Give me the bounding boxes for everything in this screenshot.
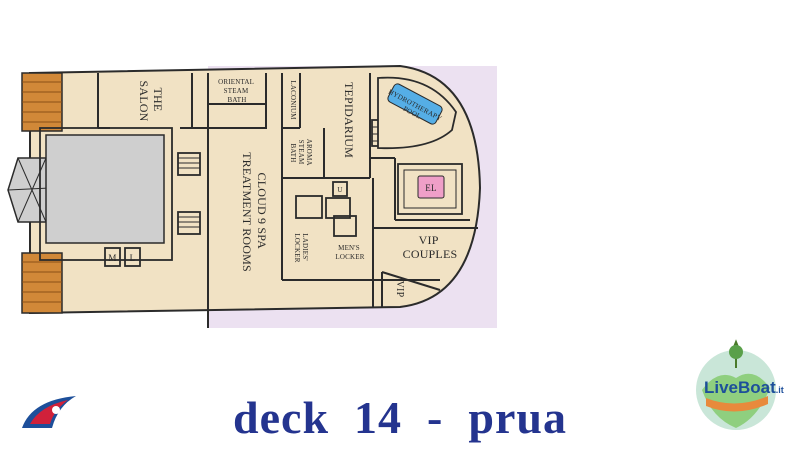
mens-locker-cabinet [325, 197, 351, 219]
the-salon-label: THE SALON [137, 80, 165, 121]
carnival-logo-icon [22, 396, 76, 428]
aroma-steam-bath-label: AROMA STEAM BATH [289, 139, 313, 168]
funnel-structure-icon [7, 157, 51, 223]
stairs-icon [177, 211, 201, 235]
cloud9-spa-label: CLOUD 9 SPA TREATMENT ROOMS [240, 152, 269, 272]
mens-locker-label: MEN'S LOCKER [335, 244, 364, 261]
restroom-ladies [124, 247, 141, 267]
vip-label: VIP [394, 281, 405, 298]
restroom-men [104, 247, 121, 267]
wood-deck-bottom [21, 252, 63, 314]
hydrotherapy-pool-icon [377, 76, 457, 150]
deck-plan: M L [7, 64, 497, 328]
liveboat-wordmark: LiveBoat [704, 378, 776, 397]
ladies-locker-cabinet [295, 195, 323, 219]
restroom-unisex [332, 181, 348, 197]
liveboat-logo-text: LiveBoat.it [704, 378, 784, 398]
ladies-locker-label: LADIES' LOCKER [293, 233, 309, 263]
deck-caption: deck 14 - prua [233, 392, 567, 443]
wood-deck-top [21, 72, 63, 132]
central-core [45, 134, 165, 244]
tepidarium-label: TEPIDARIUM [342, 82, 356, 158]
restroom-men-label: M [108, 253, 116, 263]
laconium-label: LACONIUM [289, 80, 297, 120]
elevator-label: EL [425, 183, 436, 193]
liveboat-logo-icon [696, 339, 776, 430]
restroom-unisex-label: U [337, 186, 342, 194]
interior-walls [97, 73, 478, 328]
vip-couples-label: VIP COUPLES [403, 233, 458, 261]
oriental-steam-bath-label: ORIENTAL STEAM BATH [218, 78, 256, 104]
mens-locker-cabinet [333, 215, 357, 237]
liveboat-tld: .it [775, 385, 784, 395]
restroom-ladies-label: L [130, 253, 136, 263]
stairs-icon [177, 152, 201, 176]
elevator-icon [397, 163, 463, 215]
